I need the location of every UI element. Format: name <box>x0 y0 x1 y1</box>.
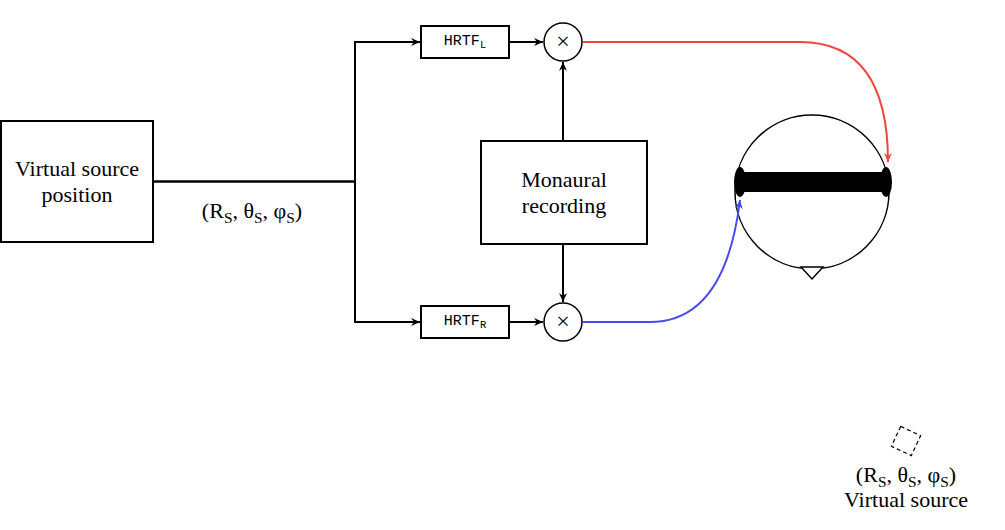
node-text: × <box>556 308 570 336</box>
right-ear <box>880 167 892 197</box>
hrtf-box: HRTFR <box>420 305 510 339</box>
virtual-source-symbol <box>891 426 920 455</box>
recording-box: Monaural recording <box>480 140 648 245</box>
node-text: HRTFR <box>444 313 486 331</box>
coordinate-label: (RS, θS, φS) <box>200 198 304 227</box>
ear-bar <box>738 172 888 192</box>
source-label: Virtual source <box>842 487 970 513</box>
multiplier-circle: × <box>543 22 583 62</box>
signal-arrow <box>154 182 420 322</box>
signal-arrow <box>154 42 420 182</box>
source-position-box: Virtual source position <box>0 120 154 243</box>
left-ear <box>734 167 746 197</box>
node-text: × <box>556 28 570 56</box>
nose <box>801 267 823 279</box>
signal-arrow <box>510 321 543 323</box>
node-text: Virtual source position <box>2 156 152 207</box>
multiplier-circle: × <box>543 302 583 342</box>
hrtf-box: HRTFL <box>420 25 510 59</box>
node-text: HRTFL <box>444 33 486 51</box>
signal-arrow <box>510 41 543 43</box>
head-outline <box>735 115 889 269</box>
node-text: Monaural recording <box>482 167 646 218</box>
signal-arrow <box>562 245 564 302</box>
signal-arrow <box>562 62 564 140</box>
